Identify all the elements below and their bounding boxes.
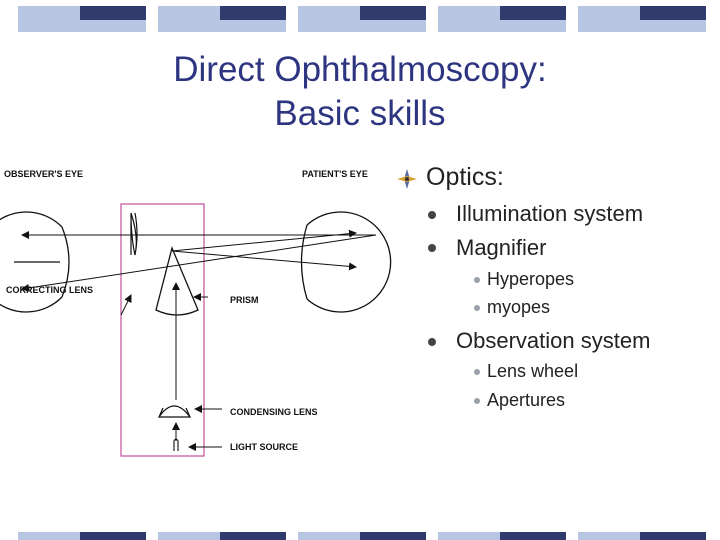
band-block (438, 6, 500, 20)
ophthalmoscope-optics-diagram: OBSERVER'S EYE PATIENT'S EYE CORRECTING … (0, 169, 392, 457)
band-block (500, 532, 566, 540)
band-block (640, 6, 706, 20)
band-block (640, 20, 706, 32)
band-block (80, 20, 146, 32)
condensing-lens-shape (157, 405, 192, 418)
band-block (578, 532, 640, 540)
band-block (500, 6, 566, 20)
band-block (18, 532, 80, 540)
list-item-magnifier: Magnifier (456, 235, 547, 260)
optics-heading: Optics: (426, 163, 504, 191)
top-decorative-band (18, 6, 706, 32)
sub-bullet-dot (474, 369, 480, 375)
condensing-lens-label: CONDENSING LENS (230, 407, 318, 417)
band-block (18, 6, 80, 20)
patient-eye-label: PATIENT'S EYE (302, 169, 368, 179)
band-block (438, 532, 500, 540)
sub-bullet-dot (474, 305, 480, 311)
band-block (298, 6, 360, 20)
instrument-frame (120, 203, 205, 457)
sub-bullet-dot (474, 277, 480, 283)
light-source-label: LIGHT SOURCE (230, 442, 298, 452)
band-block (578, 20, 640, 32)
light-ray-paths (21, 229, 377, 451)
sub-bullet-dot (474, 398, 480, 404)
prism-label: PRISM (230, 295, 259, 305)
band-block (438, 20, 500, 32)
observer-eye-label: OBSERVER'S EYE (4, 169, 83, 179)
slide-title-line-1: Direct Ophthalmoscopy: (173, 50, 547, 89)
band-block (360, 20, 426, 32)
compass-bullet-icon (397, 169, 417, 189)
slide-title: Direct Ophthalmoscopy: Basic skills (0, 48, 720, 136)
observer-eye-shape (0, 211, 70, 313)
band-block (80, 532, 146, 540)
bullet-dot (428, 338, 436, 346)
sub-item-hyperopes: Hyperopes (487, 269, 575, 289)
correcting-lens-label: CORRECTING LENS (6, 285, 93, 295)
band-block (158, 20, 220, 32)
list-item-observation: Observation system (456, 328, 651, 353)
band-block (220, 532, 286, 540)
band-block (18, 20, 80, 32)
band-block (220, 6, 286, 20)
correcting-lens-shape (130, 212, 138, 256)
sub-item-lens-wheel: Lens wheel (487, 361, 579, 381)
band-block (298, 532, 360, 540)
slide-title-line-2: Basic skills (274, 94, 446, 133)
bullet-dot (428, 244, 436, 252)
band-block (578, 6, 640, 20)
band-block (360, 6, 426, 20)
patient-eye-shape (300, 211, 392, 313)
band-block (158, 532, 220, 540)
prism-shape (155, 245, 199, 316)
band-block (500, 20, 566, 32)
list-item-illumination: Illumination system (456, 201, 644, 226)
band-block (220, 20, 286, 32)
bullet-dot (428, 211, 436, 219)
bottom-decorative-band (18, 532, 706, 540)
band-block (360, 532, 426, 540)
band-block (80, 6, 146, 20)
band-block (298, 20, 360, 32)
band-block (158, 6, 220, 20)
sub-item-apertures: Apertures (487, 390, 566, 410)
sub-item-myopes: myopes (487, 297, 551, 317)
band-block (640, 532, 706, 540)
